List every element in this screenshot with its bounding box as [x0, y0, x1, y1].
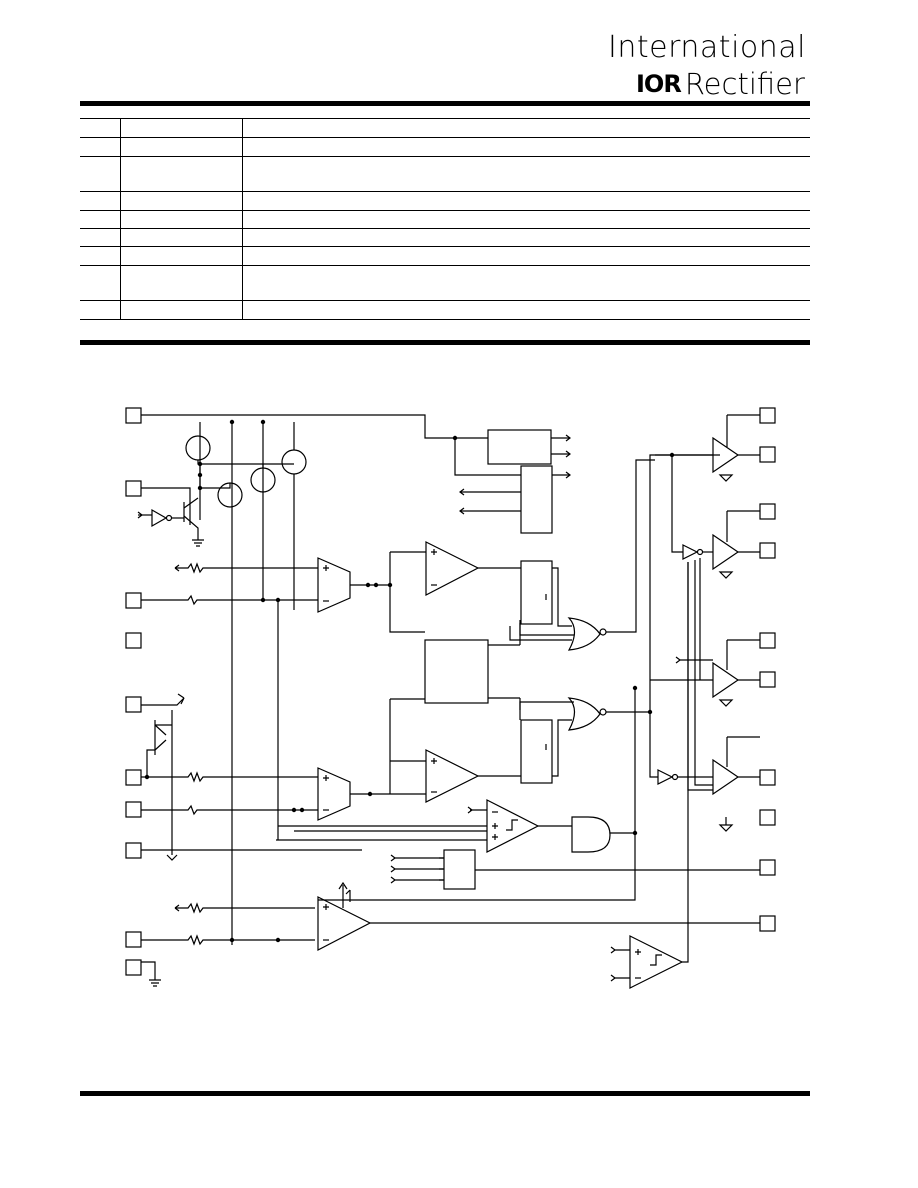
- nor-gate-icon: [567, 617, 601, 651]
- table-row: [80, 137, 810, 138]
- left-pins: [125, 407, 142, 976]
- error-amplifier: [317, 881, 760, 951]
- wire: [175, 902, 315, 914]
- input-transistor: [137, 487, 204, 547]
- section-rule: [80, 340, 810, 345]
- right-pins: [759, 407, 776, 932]
- footer-rule: [80, 1091, 810, 1096]
- status-blocks: [452, 429, 571, 534]
- table-row: [80, 319, 810, 320]
- nor-gate-icon: [567, 697, 601, 731]
- table-row: [80, 265, 810, 266]
- control-block: [390, 849, 760, 890]
- table-row: [80, 156, 810, 157]
- and-gate-icon: [571, 816, 611, 853]
- table-row: [80, 228, 810, 229]
- table-column-divider: [120, 118, 121, 320]
- block-diagram: [125, 407, 776, 989]
- sense-amplifier-lower: [141, 767, 390, 821]
- table-row: [80, 210, 810, 211]
- current-source-icon: [185, 435, 211, 461]
- wire: [141, 934, 315, 946]
- pnp-transistor: [141, 693, 185, 861]
- pwm-latches: [478, 560, 553, 784]
- oscillator-block: [424, 639, 489, 704]
- ior-logo-mark: IOR: [636, 70, 682, 98]
- uvlo-comparator: [610, 562, 689, 989]
- wire: [174, 904, 180, 912]
- logo-wordmark-international: International: [608, 30, 806, 65]
- current-source-icon: [281, 449, 307, 475]
- table-row: [80, 191, 810, 192]
- inverter-icon: [151, 508, 168, 528]
- inverter-icon: [657, 769, 674, 785]
- header-rule: [80, 101, 810, 106]
- pwm-comparators: [387, 541, 480, 803]
- logo-wordmark-rectifier: Rectifier: [684, 67, 805, 101]
- current-source-network: [141, 414, 458, 945]
- sense-amplifier-upper: [141, 557, 390, 840]
- wire: [318, 833, 636, 901]
- output-drivers: [632, 414, 760, 833]
- ground-icon: [149, 979, 161, 987]
- current-limit-comparator: [276, 799, 638, 853]
- ground-wire: [141, 961, 156, 980]
- inverter-icon: [682, 544, 699, 560]
- table-column-divider: [242, 118, 243, 320]
- logo-rectifier: IOR Rectifier: [636, 67, 805, 101]
- table-row: [80, 246, 810, 247]
- table-row: [80, 300, 810, 301]
- table-row: [80, 118, 810, 119]
